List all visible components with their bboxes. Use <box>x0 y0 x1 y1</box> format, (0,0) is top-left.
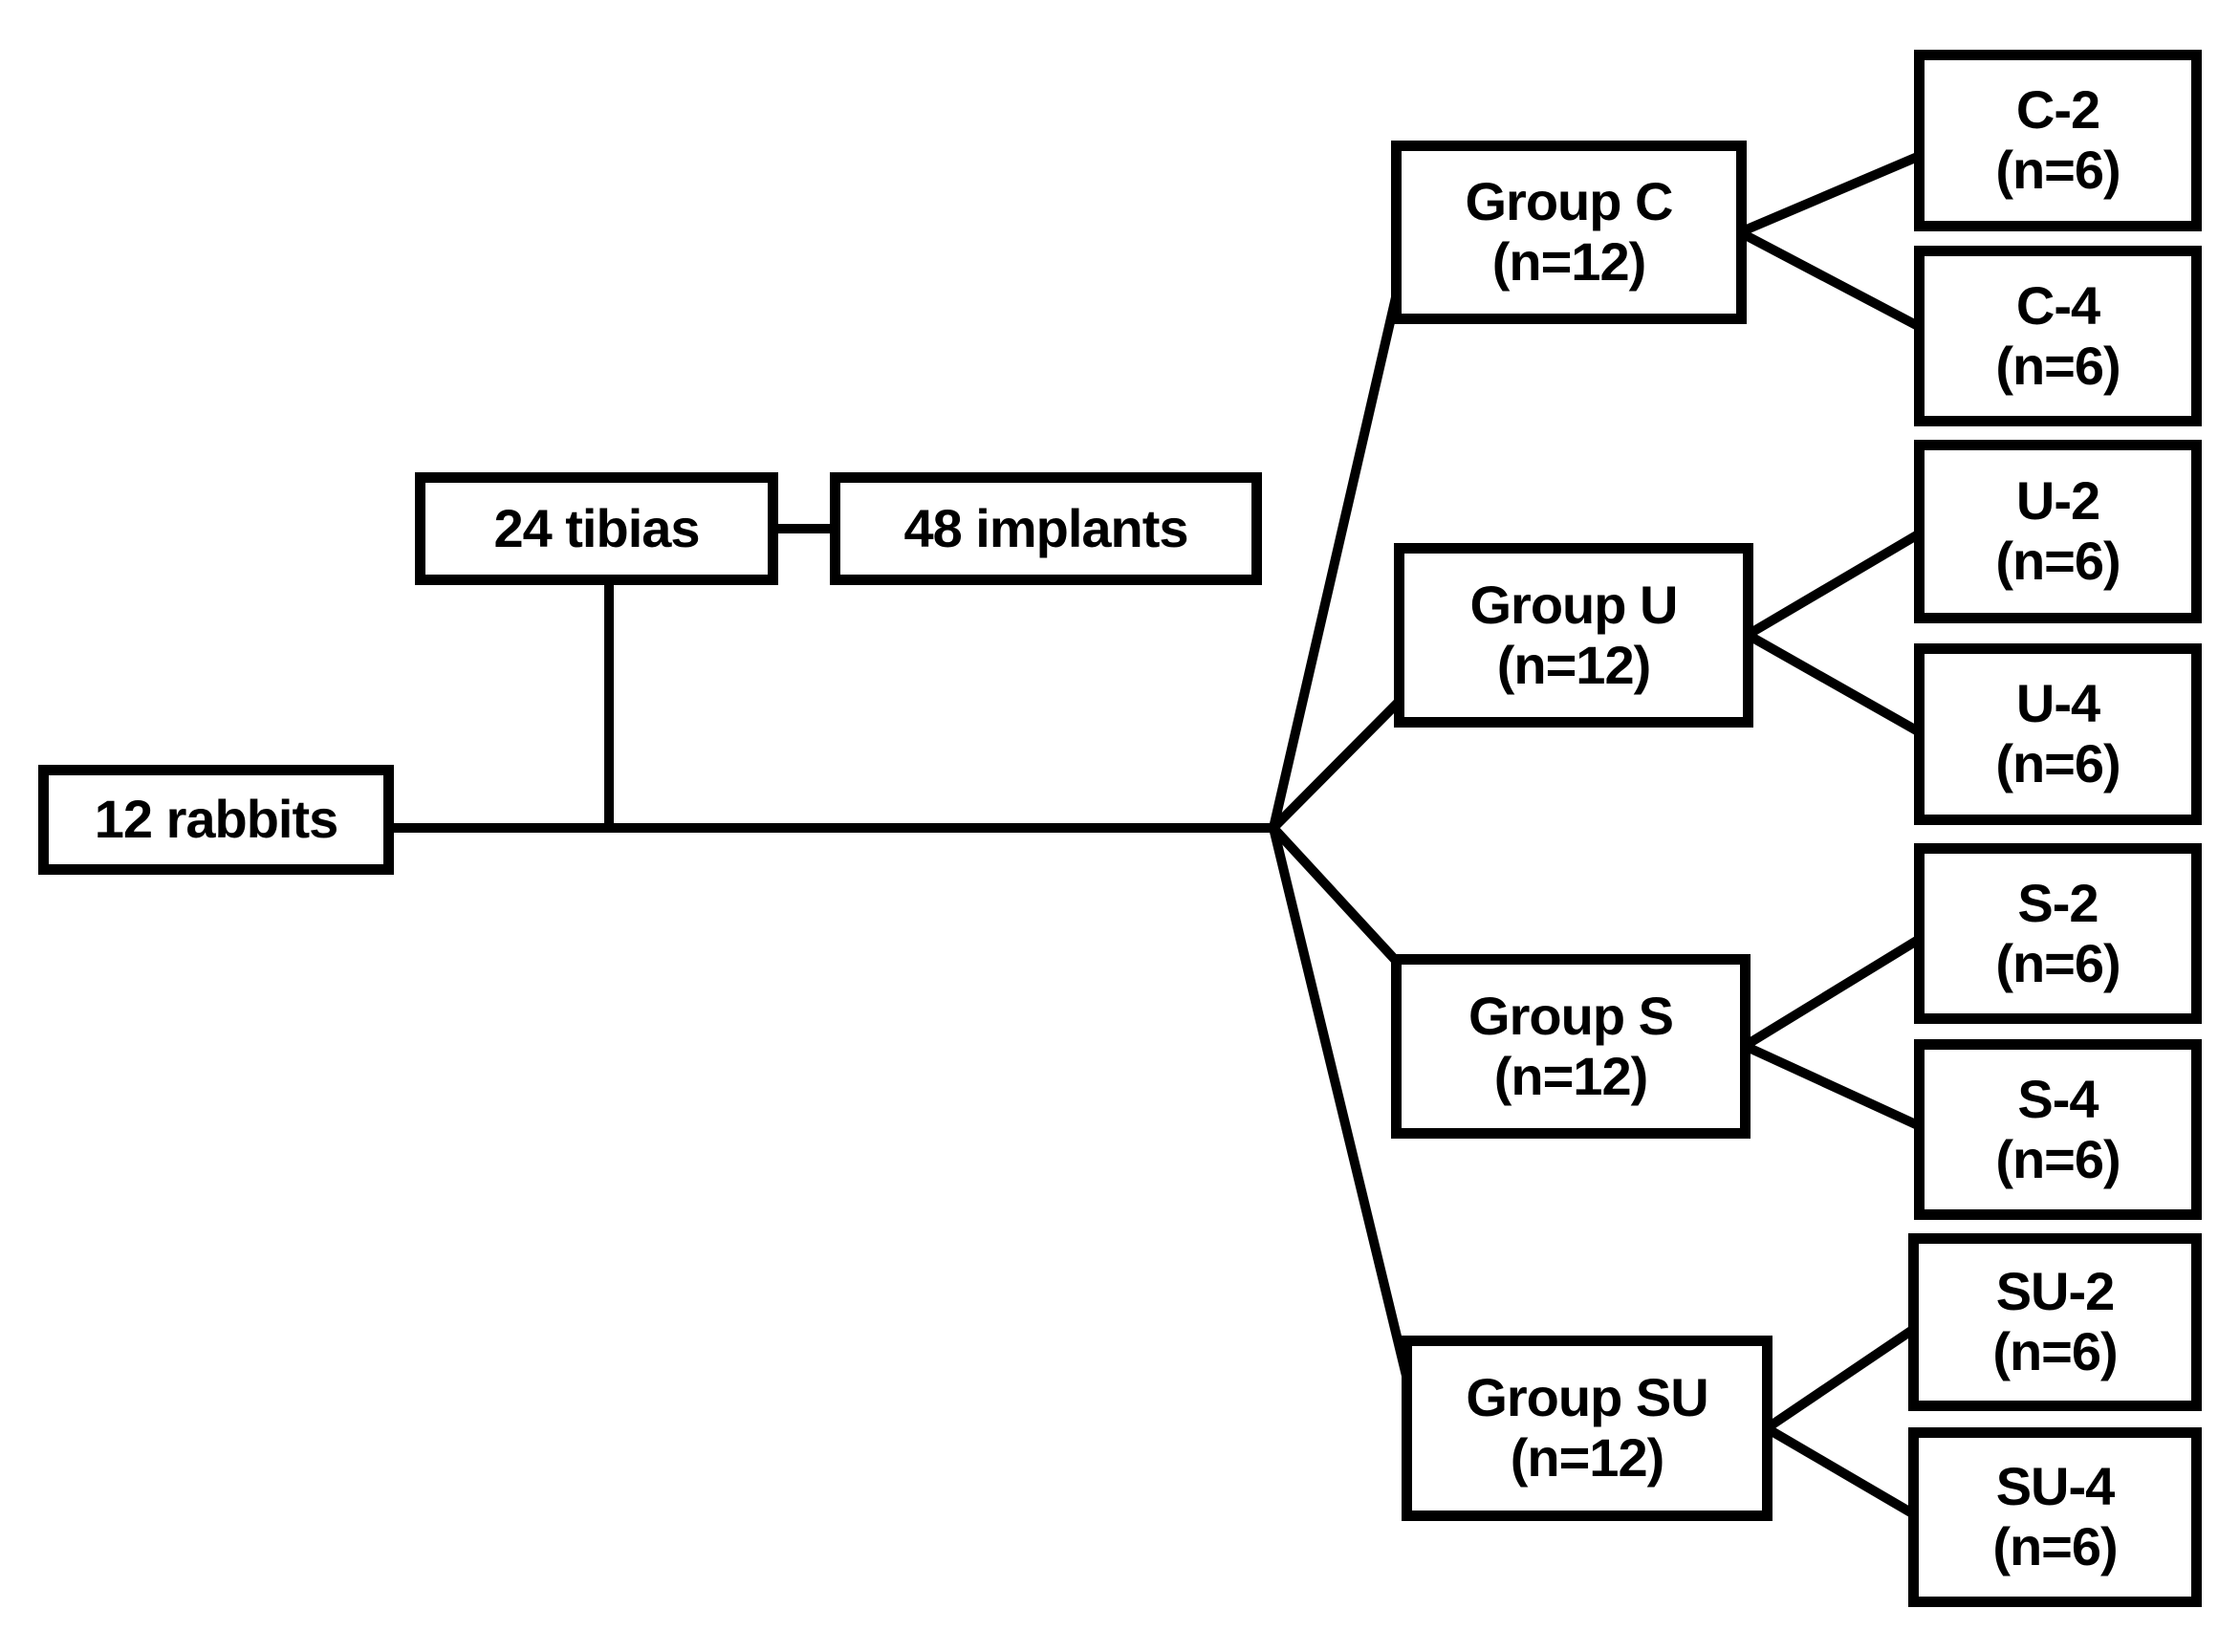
node-24-tibias-label: 24 tibias <box>493 497 700 558</box>
group-su-count: (n=12) <box>1510 1427 1664 1488</box>
node-group-su: Group SU (n=12) <box>1402 1336 1772 1521</box>
node-group-s: Group S (n=12) <box>1391 954 1751 1139</box>
edge-fan-group-u <box>1270 696 1404 832</box>
group-c-label: Group C <box>1465 171 1674 232</box>
node-subgroup-s-2: S-2 (n=6) <box>1914 843 2202 1024</box>
node-12-rabbits: 12 rabbits <box>38 765 394 875</box>
node-subgroup-c-4: C-4 (n=6) <box>1914 246 2202 426</box>
edge-su-to-su4 <box>1764 1424 1917 1519</box>
subgroup-su-4-count: (n=6) <box>1992 1516 2118 1576</box>
edge-u-to-u2 <box>1745 529 1923 640</box>
subgroup-su-2-label: SU-2 <box>1995 1261 2116 1322</box>
group-s-label: Group S <box>1468 985 1674 1046</box>
group-su-label: Group SU <box>1466 1367 1708 1428</box>
node-subgroup-su-4: SU-4 (n=6) <box>1908 1427 2202 1607</box>
node-24-tibias: 24 tibias <box>415 472 778 585</box>
subgroup-s-4-count: (n=6) <box>1995 1128 2120 1189</box>
node-48-implants: 48 implants <box>830 472 1262 585</box>
group-s-count: (n=12) <box>1493 1045 1648 1106</box>
node-subgroup-s-4: S-4 (n=6) <box>1914 1039 2202 1220</box>
subgroup-c-2-count: (n=6) <box>1995 140 2120 200</box>
node-group-u: Group U (n=12) <box>1394 543 1753 728</box>
edge-fan-group-s <box>1270 824 1403 967</box>
node-48-implants-label: 48 implants <box>903 497 1188 558</box>
edge-fan-group-su <box>1269 826 1418 1405</box>
edge-c-to-c2 <box>1738 151 1922 237</box>
group-u-count: (n=12) <box>1496 634 1651 695</box>
subgroup-u-2-label: U-2 <box>2015 470 2100 532</box>
group-u-label: Group U <box>1469 574 1679 635</box>
edge-fan-group-c <box>1269 283 1403 830</box>
node-12-rabbits-label: 12 rabbits <box>94 789 339 850</box>
subgroup-su-2-count: (n=6) <box>1992 1321 2118 1381</box>
node-subgroup-u-2: U-2 (n=6) <box>1914 440 2202 623</box>
group-c-count: (n=12) <box>1491 231 1646 292</box>
subgroup-su-4-label: SU-4 <box>1995 1456 2116 1517</box>
node-subgroup-u-4: U-4 (n=6) <box>1914 643 2202 825</box>
edge-su-to-su2 <box>1764 1324 1917 1433</box>
edge-c-to-c4 <box>1737 228 1923 332</box>
subgroup-c-4-label: C-4 <box>2015 274 2100 336</box>
subgroup-s-2-count: (n=6) <box>1995 932 2120 993</box>
subgroup-c-4-count: (n=6) <box>1995 335 2120 396</box>
subgroup-u-4-count: (n=6) <box>1995 733 2120 793</box>
subgroup-c-2-label: C-2 <box>2015 79 2100 141</box>
subgroup-s-2-label: S-2 <box>2017 872 2099 933</box>
subgroup-u-4-label: U-4 <box>2015 673 2100 734</box>
edge-u-to-u4 <box>1745 630 1923 737</box>
edge-s-to-s4 <box>1742 1041 1923 1131</box>
edge-s-to-s2 <box>1742 934 1923 1051</box>
subgroup-u-2-count: (n=6) <box>1995 531 2120 591</box>
subgroup-s-4-label: S-4 <box>2017 1068 2099 1129</box>
node-subgroup-su-2: SU-2 (n=6) <box>1908 1233 2202 1411</box>
node-group-c: Group C (n=12) <box>1391 141 1747 324</box>
node-subgroup-c-2: C-2 (n=6) <box>1914 50 2202 231</box>
